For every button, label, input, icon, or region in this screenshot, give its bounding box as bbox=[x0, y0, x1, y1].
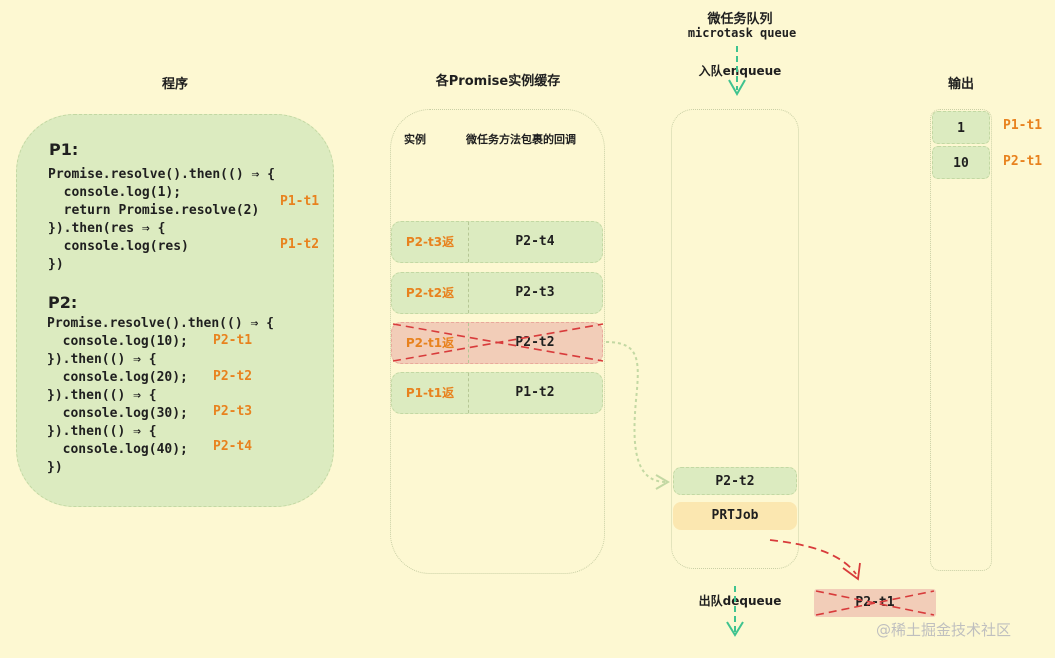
dequeued-item: P2-t1 bbox=[814, 589, 936, 617]
strike-line bbox=[815, 590, 935, 616]
p1-t2-label: P1-t2 bbox=[280, 237, 320, 252]
cache-row: P2-t3返 P2-t4 bbox=[391, 221, 603, 263]
microtask-title-cn: 微任务队列 bbox=[707, 12, 773, 27]
cache-row-callback: P2-t3 bbox=[515, 285, 555, 300]
cache-row-instance: P2-t3返 bbox=[392, 222, 469, 262]
cache-row-callback: P1-t2 bbox=[515, 385, 555, 400]
output-value: 10 bbox=[932, 146, 990, 179]
watermark: @稀土掘金技术社区 bbox=[876, 621, 1012, 639]
microtask-title-en: microtask queue bbox=[687, 26, 797, 40]
p2-title: P2: bbox=[48, 293, 78, 312]
cache-row-callback: P2-t2 bbox=[515, 335, 555, 350]
cache-row-callback: P2-t4 bbox=[515, 234, 555, 249]
enqueue-curve-head bbox=[655, 474, 670, 490]
output-label: P2-t1 bbox=[1003, 154, 1043, 169]
cache-row-instance: P2-t1返 bbox=[392, 323, 469, 363]
cache-col-callback: 微任务方法包裹的回调 bbox=[466, 133, 576, 146]
p2-t3-label: P2-t3 bbox=[213, 404, 253, 419]
program-title: 程序 bbox=[161, 77, 188, 92]
p1-title: P1: bbox=[49, 140, 79, 159]
p1-t1-label: P1-t1 bbox=[280, 194, 320, 209]
output-label: P1-t1 bbox=[1003, 118, 1043, 133]
output-box bbox=[930, 109, 992, 571]
output-title: 输出 bbox=[947, 77, 974, 92]
queue-item: P2-t2 bbox=[673, 467, 797, 495]
p2-t2-label: P2-t2 bbox=[213, 369, 253, 384]
job-arrow-line bbox=[769, 539, 857, 575]
strike-line bbox=[392, 323, 604, 362]
cache-col-instance: 实例 bbox=[404, 133, 426, 146]
cache-row: P2-t2返 P2-t3 bbox=[391, 272, 603, 314]
cache-title: 各Promise实例缓存 bbox=[435, 74, 561, 89]
cache-row: P1-t1返 P1-t2 bbox=[391, 372, 603, 414]
dequeue-label: 出队dequeue bbox=[698, 594, 782, 608]
enqueue-arrow-head bbox=[728, 79, 746, 97]
enqueue-curve bbox=[605, 341, 667, 483]
microtask-queue-box bbox=[671, 109, 799, 569]
cache-row-removed: P2-t1返 P2-t2 bbox=[391, 322, 603, 364]
queue-item: PRTJob bbox=[673, 502, 797, 530]
program-box bbox=[16, 114, 334, 507]
p2-t1-label: P2-t1 bbox=[213, 333, 253, 348]
job-arrow-head bbox=[842, 562, 861, 581]
p2-code: Promise.resolve().then(() ⇒ { console.lo… bbox=[47, 316, 274, 475]
strike-line bbox=[815, 590, 935, 616]
p2-t4-label: P2-t4 bbox=[213, 439, 253, 454]
dequeue-arrow-head bbox=[726, 621, 744, 637]
cache-row-instance: P2-t2返 bbox=[392, 273, 469, 313]
cache-box bbox=[390, 109, 605, 574]
cache-row-instance: P1-t1返 bbox=[392, 373, 469, 413]
p1-code: Promise.resolve().then(() ⇒ { console.lo… bbox=[48, 167, 275, 272]
output-value: 1 bbox=[932, 111, 990, 144]
enqueue-label: 入队enqueue bbox=[698, 64, 782, 78]
